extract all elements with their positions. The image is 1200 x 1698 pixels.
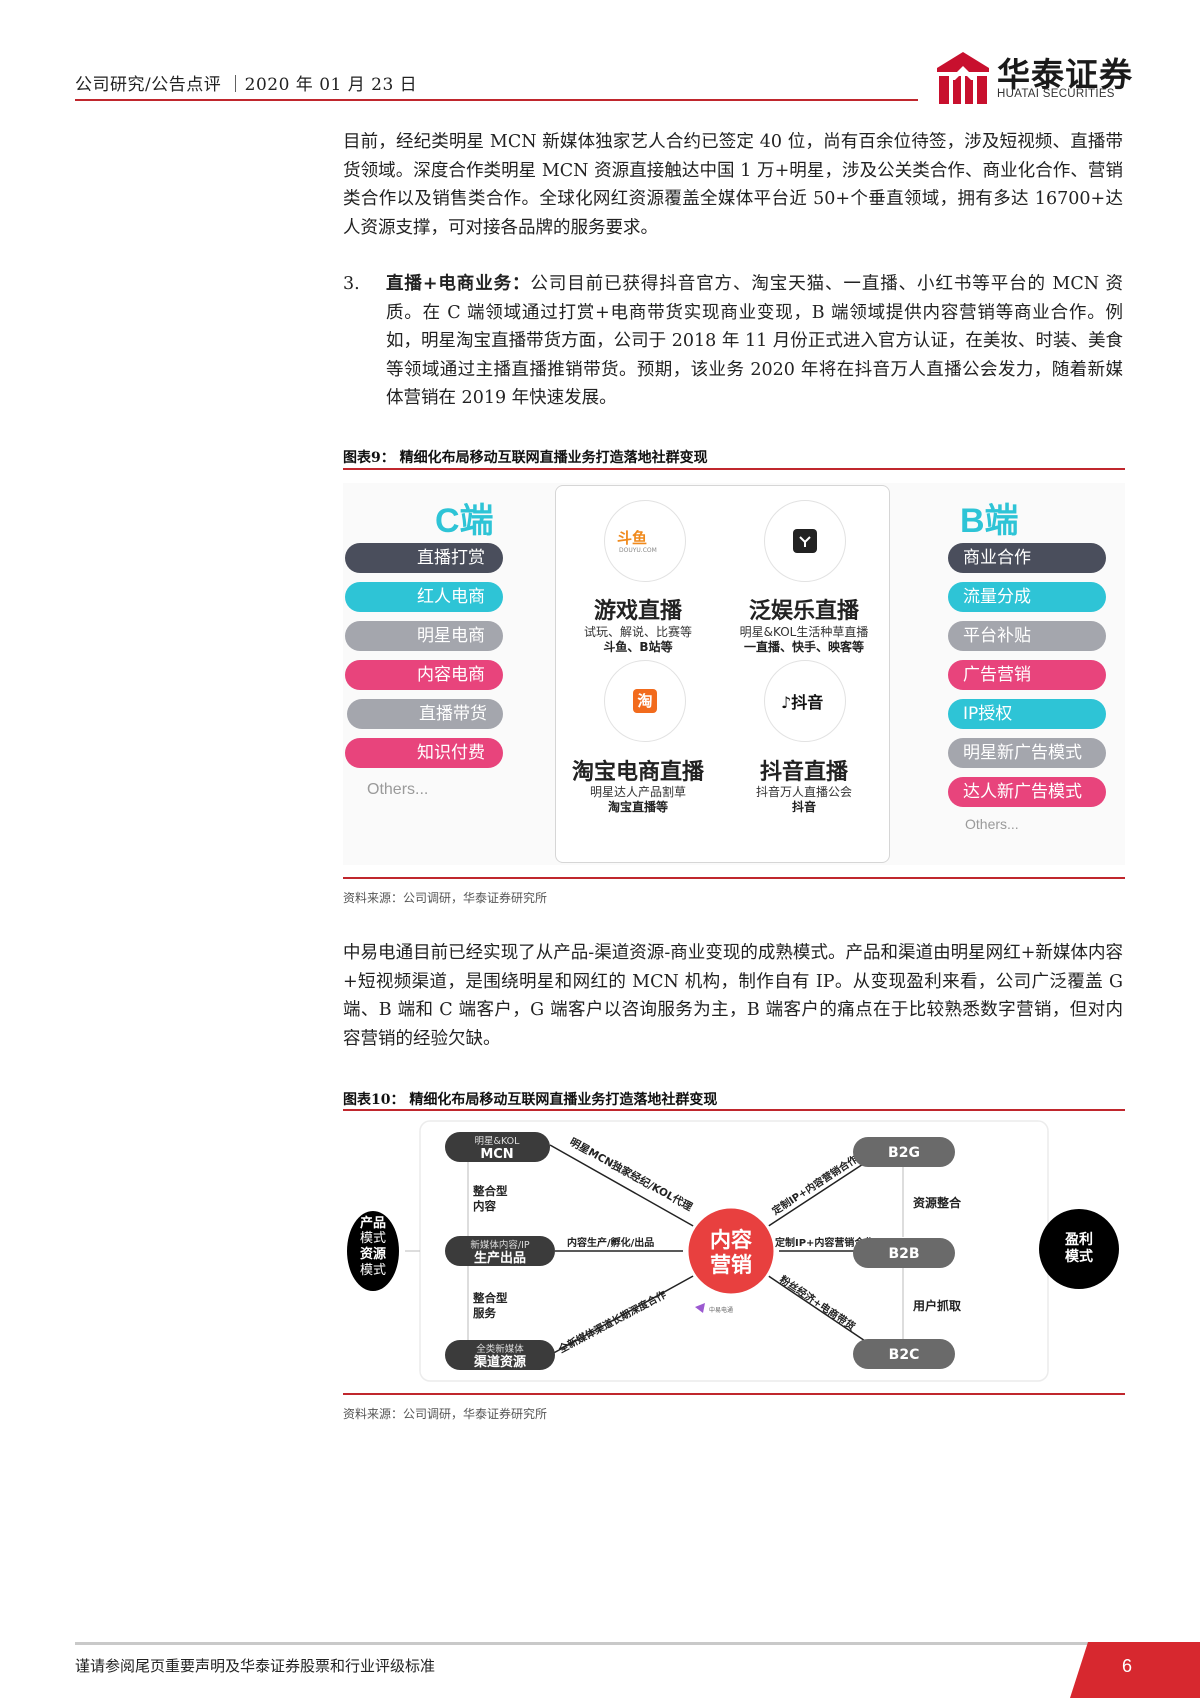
svg-text:模式: 模式 (1065, 1248, 1093, 1265)
figure9-source: 资料来源：公司调研，华泰证券研究所 (343, 891, 548, 905)
resource-integration-label: 资源整合 (913, 1195, 962, 1210)
right-label-oval: 盈利 模式 (1039, 1209, 1119, 1289)
figure9-bottom-rule (343, 877, 1125, 879)
platform-box: 斗鱼 DOUYU.COM 游戏直播 试玩、解说、比赛等 斗鱼、B站等 泛娱乐直播… (555, 485, 890, 863)
svg-text:内容: 内容 (710, 1228, 752, 1252)
svg-text:全类新媒体: 全类新媒体 (476, 1343, 524, 1355)
quadrant-sub2: 淘宝直播等 (607, 800, 668, 814)
quadrant-title: 抖音直播 (759, 760, 848, 785)
quadrant-title: 淘宝电商直播 (571, 760, 704, 785)
content-marketing-center: 内容 营销 (685, 1205, 777, 1297)
svg-text:生产出品: 生产出品 (474, 1250, 526, 1266)
figure10-source: 资料来源：公司调研，华泰证券研究所 (343, 1407, 548, 1421)
b-item: IP授权 (948, 699, 1106, 729)
integrated-service-label: 整合型 (472, 1291, 508, 1305)
c-item: 内容电商 (345, 660, 503, 690)
svg-text:营销: 营销 (710, 1253, 752, 1277)
b2g-node: B2G (853, 1137, 955, 1167)
figure10-top-rule (343, 1109, 1125, 1111)
b-item: 流量分成 (948, 582, 1106, 612)
user-capture-label: 用户抓取 (912, 1298, 961, 1313)
logo-chinese: 华泰证券 (997, 55, 1133, 94)
b-item: 商业合作 (948, 543, 1106, 573)
figure9-caption: 图表9： 精细化布局移动互联网直播业务打造落地社群变现 (343, 450, 708, 466)
header-rule (75, 99, 918, 101)
svg-text:中易电通: 中易电通 (709, 1306, 733, 1314)
channel-node: 全类新媒体 渠道资源 (445, 1340, 555, 1370)
svg-text:内容: 内容 (473, 1199, 496, 1213)
svg-text:B2C: B2C (889, 1347, 920, 1363)
list-item-heading: 直播+电商业务： (386, 274, 531, 294)
c-item: 直播带货 (347, 699, 503, 729)
left-label-oval: 产品 模式 资源 模式 (347, 1211, 399, 1291)
c-others: Others... (367, 781, 429, 798)
yizhibo-logo-circle (764, 500, 846, 582)
figure9-top-rule (343, 468, 1125, 470)
quadrant-sub: 抖音万人直播公会 (755, 785, 852, 799)
footer-disclaimer: 谨请参阅尾页重要声明及华泰证券股票和行业评级标准 (75, 1657, 436, 1675)
quadrant-sub: 明星&KOL生活种草直播 (739, 625, 869, 639)
figure10-bottom-rule (343, 1393, 1125, 1395)
douyu-logo-circle: 斗鱼 DOUYU.COM (604, 500, 686, 582)
quadrant-sub2: 抖音 (791, 800, 816, 814)
huatai-logo: 华泰证券 HUATAI SECURITIES (935, 48, 1135, 106)
douyu-icon: 斗鱼 (617, 529, 648, 547)
svg-text:新媒体内容/IP: 新媒体内容/IP (470, 1239, 530, 1251)
c-item: 知识付费 (345, 738, 503, 768)
quadrant-title: 游戏直播 (593, 599, 682, 624)
figure10-caption: 图表10： 精细化布局移动互联网直播业务打造落地社群变现 (343, 1092, 718, 1108)
production-node: 新媒体内容/IP 生产出品 (445, 1236, 555, 1266)
header-title: 公司研究/公告点评 ｜2020 年 01 月 23 日 (75, 75, 418, 95)
quadrant-sub: 明星达人产品割草 (589, 785, 686, 799)
paragraph-2: 中易电通目前已经实现了从产品-渠道资源-商业变现的成熟模式。产品和渠道由明星网红… (343, 943, 1123, 1049)
list-number: 3. (343, 274, 360, 294)
quadrant-sub2: 一直播、快手、映客等 (743, 640, 864, 654)
douyin-logo-circle: ♪抖音 (764, 660, 846, 742)
page-number: 6 (1122, 1656, 1133, 1676)
svg-text:B2G: B2G (888, 1145, 920, 1161)
c-side-title: C端 (435, 502, 494, 540)
b-item: 平台补贴 (948, 621, 1106, 651)
svg-text:服务: 服务 (473, 1306, 496, 1320)
yizhibo-icon (793, 529, 817, 553)
integrated-content-label: 整合型 (472, 1184, 508, 1198)
svg-text:模式: 模式 (360, 1263, 386, 1278)
paragraph-1: 目前，经纪类明星 MCN 新媒体独家艺人合约已签定 40 位，尚有百余位待签，涉… (343, 132, 1123, 238)
figure9-diagram: C端 直播打赏 红人电商 明星电商 内容电商 直播带货 知识付费 Others.… (343, 483, 1125, 865)
b-item: 明星新广告模式 (948, 738, 1106, 768)
svg-text:渠道资源: 渠道资源 (473, 1354, 526, 1370)
quadrant-sub2: 斗鱼、B站等 (603, 640, 673, 654)
huatai-emblem-icon (937, 52, 989, 104)
page-number-box: 6 (1070, 1642, 1200, 1698)
c-item: 红人电商 (345, 582, 503, 612)
c-item: 直播打赏 (345, 543, 503, 573)
taobao-icon: 淘 (633, 689, 657, 713)
logo-english: HUATAI SECURITIES (997, 88, 1115, 100)
svg-text:盈利: 盈利 (1064, 1231, 1093, 1248)
svg-text:产品: 产品 (360, 1215, 386, 1231)
list-item-text: 公司目前已获得抖音官方、淘宝天猫、一直播、小红书等平台的 MCN 资质。在 C … (386, 274, 1123, 408)
svg-text:MCN: MCN (480, 1147, 513, 1162)
c-item: 明星电商 (345, 621, 503, 651)
footer-rule (75, 1642, 1095, 1645)
figure10-diagram: 产品 模式 资源 模式 盈利 模式 明星&KOL MCN 新媒体内容/ (343, 1117, 1125, 1385)
b-side-title: B端 (960, 502, 1019, 540)
edge-label: 定制IP+内容营销合作 (775, 1236, 874, 1249)
edge-label: 内容生产/孵化/出品 (567, 1236, 654, 1249)
b2b-node: B2B (853, 1238, 955, 1268)
svg-text:明星&KOL: 明星&KOL (475, 1136, 521, 1147)
b-others: Others... (965, 816, 1019, 832)
b-item: 达人新广告模式 (948, 777, 1106, 807)
douyin-icon: ♪抖音 (781, 693, 824, 712)
mcn-node: 明星&KOL MCN (445, 1132, 550, 1162)
svg-text:B2B: B2B (888, 1246, 919, 1262)
b-item: 广告营销 (948, 660, 1106, 690)
svg-text:资源: 资源 (360, 1246, 386, 1262)
zhongyi-logo-icon: 中易电通 (695, 1303, 733, 1314)
taobao-logo-circle: 淘 (604, 660, 686, 742)
svg-text:模式: 模式 (360, 1231, 386, 1246)
quadrant-sub: 试玩、解说、比赛等 (583, 625, 692, 639)
quadrant-title: 泛娱乐直播 (748, 599, 859, 624)
b2c-node: B2C (853, 1339, 955, 1369)
